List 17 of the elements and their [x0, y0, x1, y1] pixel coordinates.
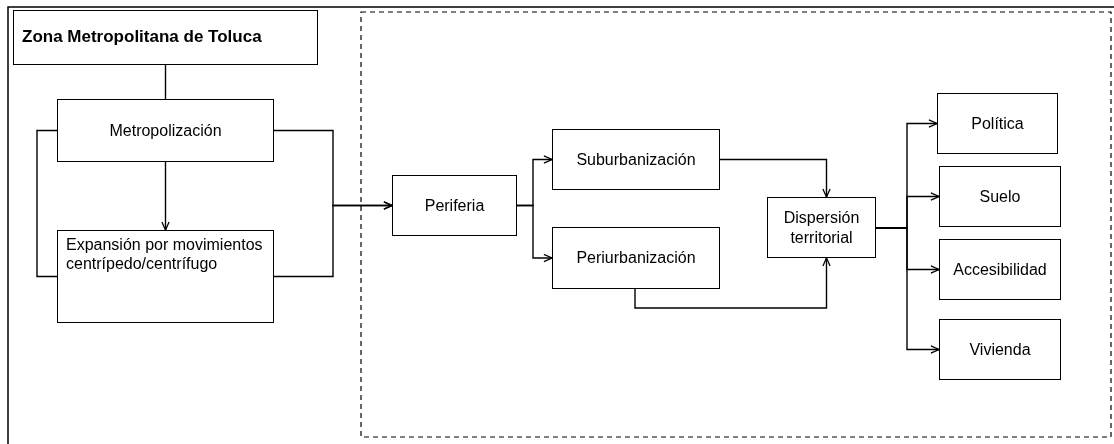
process-box: Suburbanización	[552, 129, 720, 190]
process-box: Periurbanización	[552, 227, 720, 289]
process-box: Periferia	[392, 175, 517, 236]
process-box: Dispersión territorial	[767, 197, 876, 258]
connector-arrow	[273, 201, 393, 278]
connector-arrow	[161, 161, 170, 231]
process-box: Zona Metropolitana de Toluca	[13, 10, 318, 65]
process-box: Política	[937, 93, 1058, 154]
process-box: Suelo	[939, 166, 1061, 227]
process-box: Accesibilidad	[939, 239, 1061, 300]
connector-arrow	[719, 158, 831, 198]
process-box: Expansión por movimientos centrípedo/centrífugo	[57, 230, 274, 323]
connector-arrow	[516, 204, 553, 263]
process-box: Metropolización	[57, 99, 274, 162]
connector-arrow	[634, 257, 831, 309]
connector-arrow	[875, 227, 940, 354]
process-box: Vivienda	[939, 319, 1061, 380]
